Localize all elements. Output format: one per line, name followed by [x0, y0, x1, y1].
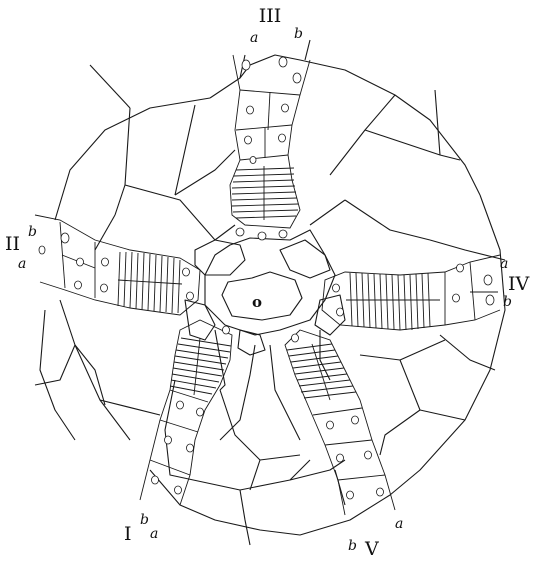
arm-V-label-right: a [395, 516, 403, 532]
arm-III-label-left: a [250, 30, 258, 46]
arm-II-numeral: II [5, 233, 20, 255]
arm-III-ambulacral-rungs [232, 166, 298, 220]
arm-IV-label-top: a [500, 256, 508, 272]
figure-labels: o III a b II b a IV a b I b a V b a [5, 5, 530, 560]
arm-II-ambulacral-rungs [118, 252, 182, 313]
arm-IV [322, 255, 500, 330]
arm-IV-numeral: IV [508, 273, 530, 295]
arm-V-numeral: V [364, 538, 379, 560]
arm-III-numeral: III [259, 5, 282, 27]
arm-I-numeral: I [124, 523, 132, 545]
arm-II [35, 215, 200, 315]
mouth-label: o [252, 293, 262, 311]
disc-plates [35, 40, 505, 545]
arm-III-label-right: b [294, 26, 303, 42]
arm-I-label-right: a [150, 526, 158, 542]
arm-IV-label-bottom: b [503, 294, 512, 310]
arm-II-label-top: b [28, 224, 37, 240]
arm-V-label-left: b [348, 538, 357, 554]
oral-plates [185, 230, 345, 355]
arm-IV-ambulacral-rungs [346, 273, 440, 330]
arm-III [230, 55, 310, 240]
arm-I-label-left: b [140, 512, 149, 528]
arm-II-label-bottom: a [18, 256, 26, 272]
